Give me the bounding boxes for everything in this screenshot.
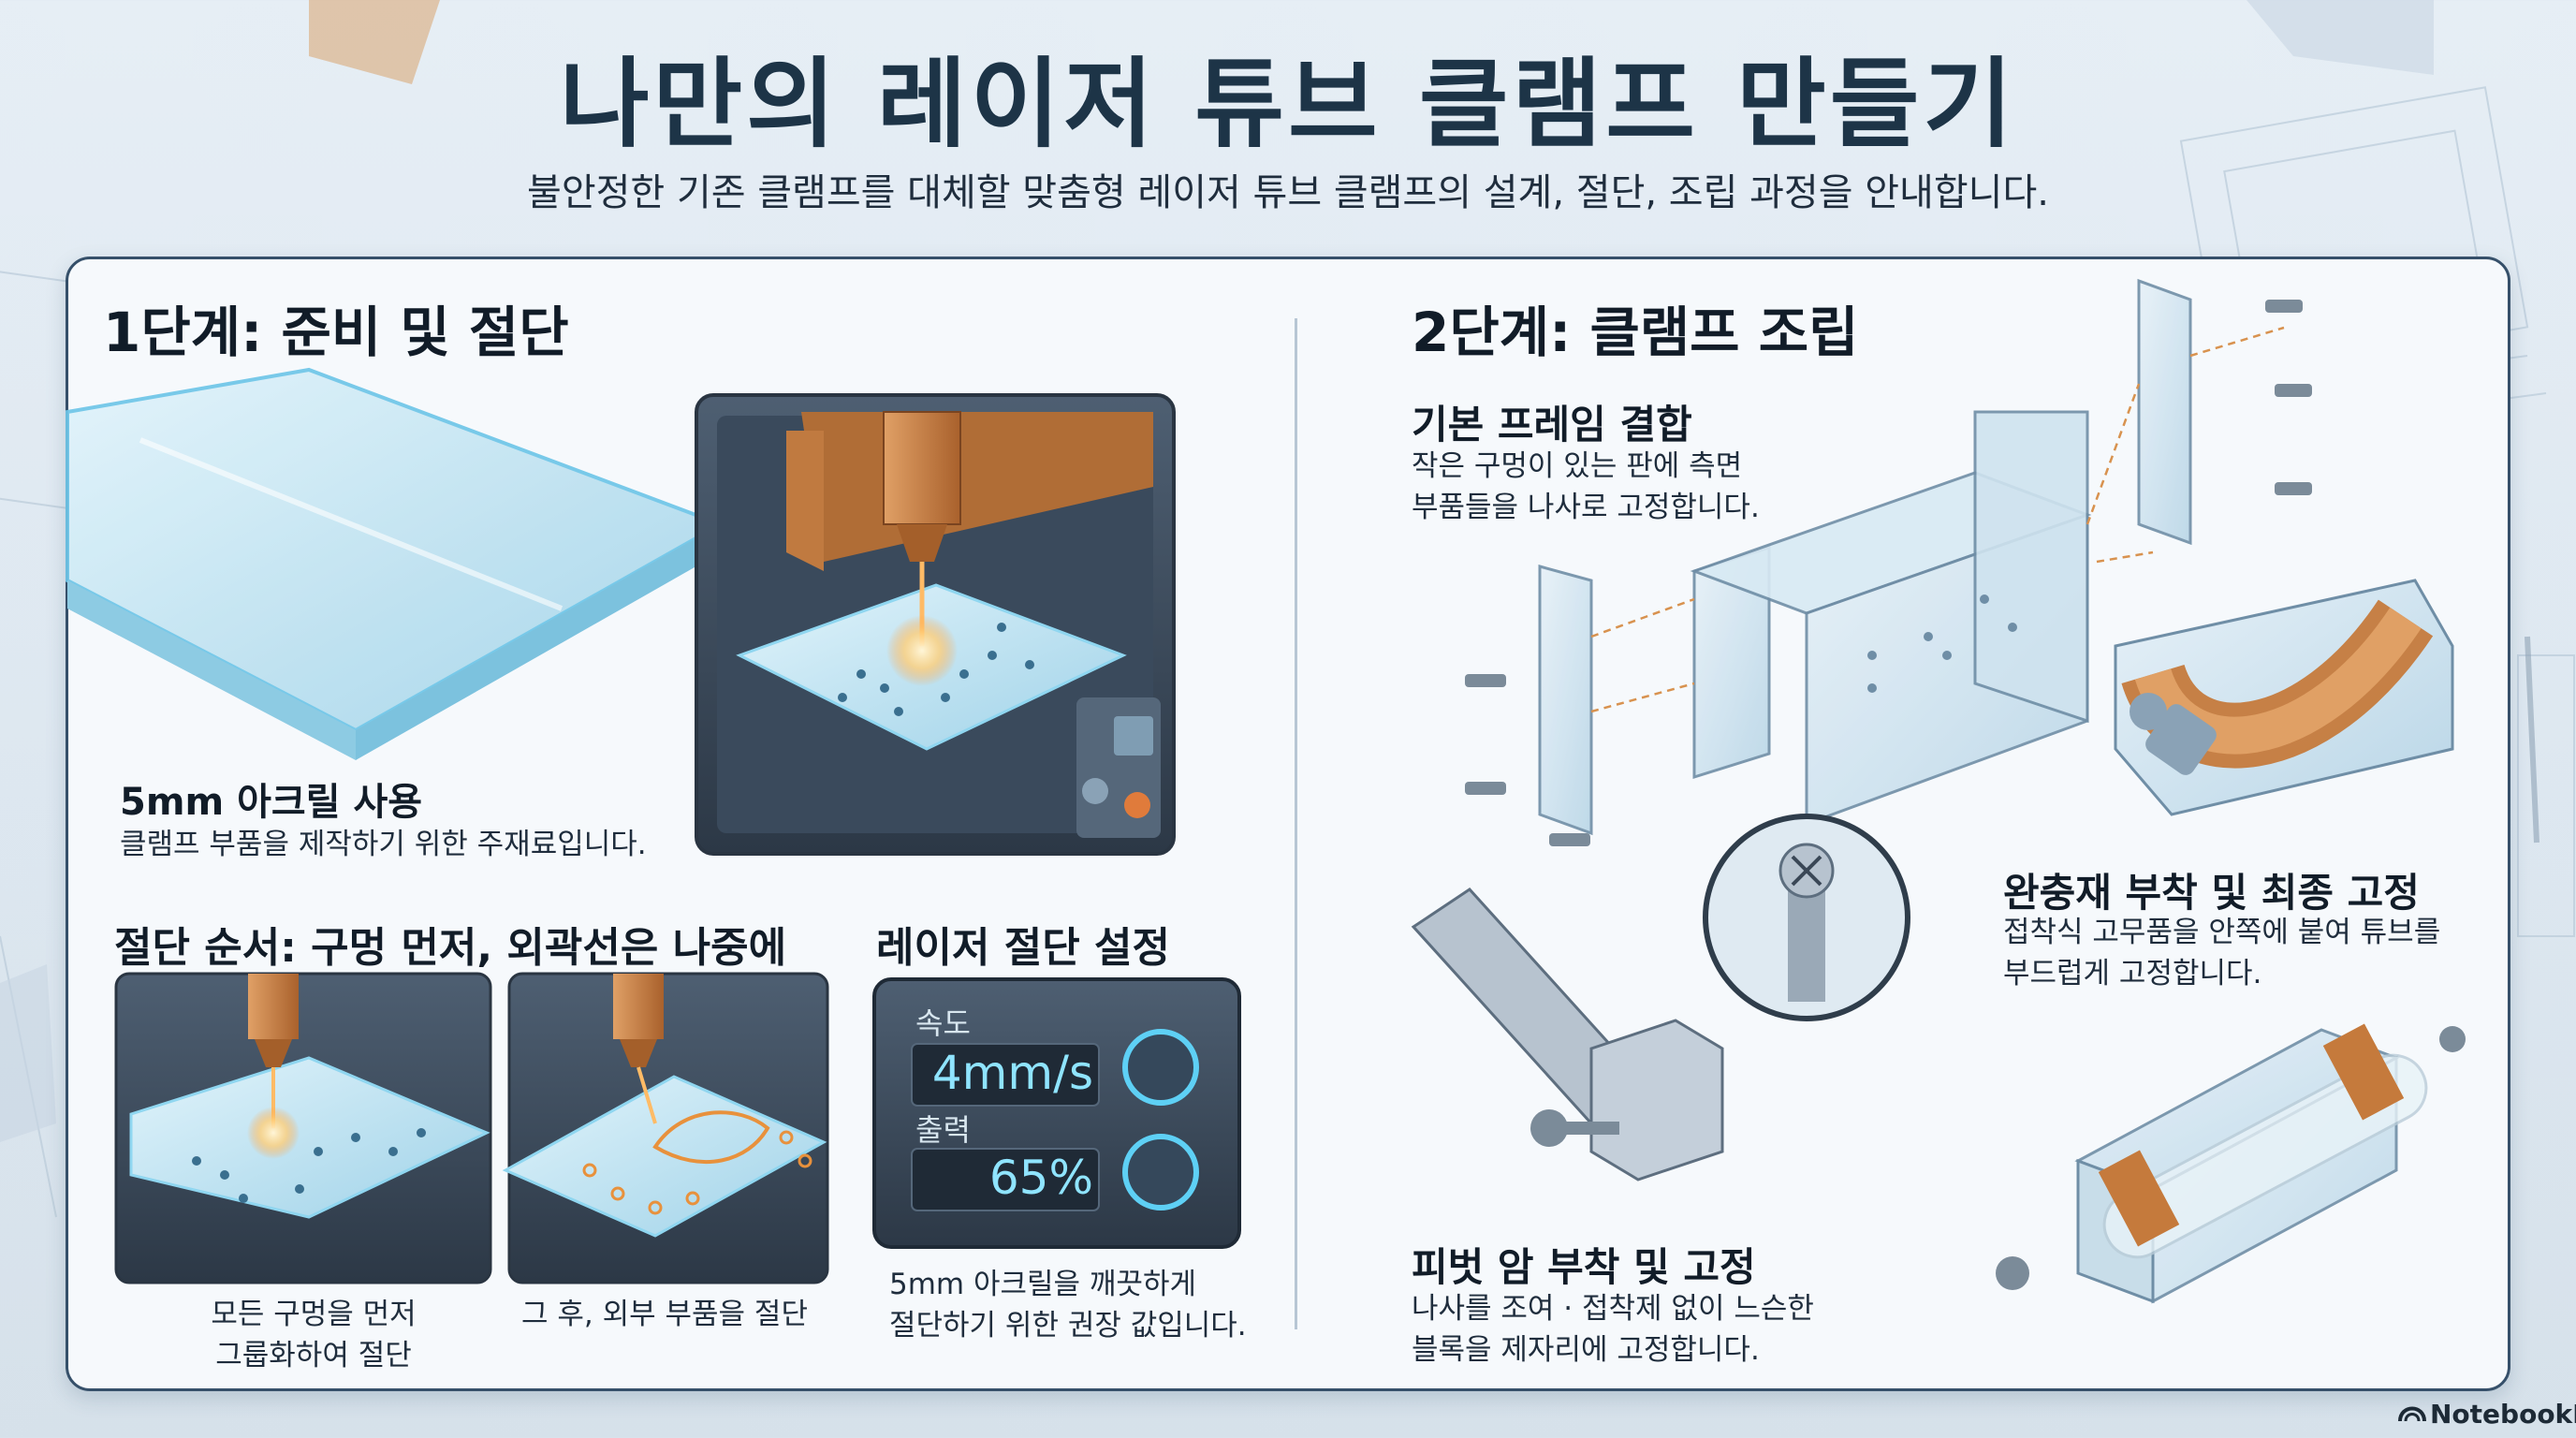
frame-assembly-illustration	[1465, 278, 2312, 846]
laser-settings-note-line1: 5mm 아크릴을 깨끗하게	[889, 1268, 1196, 1301]
frame-desc: 작은 구멍이 있는 판에 측면 부품들을 나사로 고정합니다.	[1412, 446, 1760, 528]
power-label: 출력	[915, 1112, 971, 1148]
page-title: 나만의 레이저 튜브 클램프 만들기	[559, 47, 2017, 161]
cushion-desc: 접착식 고무품을 안쪽에 붙여 튜브를 부드럽게 고정합니다.	[2003, 912, 2440, 994]
cut-order-caption-first-line1: 모든 구멍을 먼저	[211, 1298, 417, 1331]
laser-settings-title: 레이저 절단 설정	[876, 924, 1170, 972]
pivot-desc-line1: 나사를 조여 · 접착제 없이 느슨한	[1412, 1292, 1814, 1326]
material-desc: 클램프 부품을 제작하기 위한 주재료입니다.	[120, 828, 647, 861]
pivot-desc: 나사를 조여 · 접착제 없이 느슨한 블록을 제자리에 고정합니다.	[1412, 1288, 1814, 1371]
speed-label: 속도	[915, 1005, 971, 1041]
power-value: 65%	[988, 1151, 1093, 1205]
pencil-icon	[2525, 636, 2539, 844]
cushion-saddle-illustration	[2114, 579, 2454, 816]
acrylic-sheet-illustration	[66, 367, 725, 760]
pivot-desc-line2: 블록을 제자리에 고정합니다.	[1412, 1333, 1760, 1367]
screw-detail-magnifier	[1703, 814, 1910, 1021]
laser-settings-note-line2: 절단하기 위한 권장 값입니다.	[889, 1309, 1247, 1343]
cut-order-caption-first-line2: 그룹화하여 절단	[215, 1339, 412, 1372]
pivot-title: 피벗 암 부착 및 고정	[1412, 1244, 1756, 1290]
laser-settings-box	[872, 977, 1241, 1249]
cushion-desc-line1: 접착식 고무품을 안쪽에 붙여 튜브를	[2003, 916, 2441, 949]
cushion-title: 완충재 부착 및 최종 고정	[2003, 870, 2420, 916]
frame-desc-line1: 작은 구멍이 있는 판에 측면	[1412, 449, 1743, 483]
power-knob-icon	[1122, 1134, 1199, 1211]
pivot-arm-illustration	[1411, 888, 1724, 1181]
column-divider	[1295, 318, 1297, 1329]
page-subtitle: 불안정한 기존 클램프를 대체할 맞춤형 레이저 튜브 클램프의 설계, 절단,…	[527, 171, 2049, 214]
cut-order-holes-first	[114, 972, 492, 1284]
footer-brand: NotebookLM	[2430, 1399, 2576, 1430]
cushion-desc-line2: 부드럽게 고정합니다.	[2003, 957, 2262, 990]
laser-settings-note: 5mm 아크릴을 깨끗하게 절단하기 위한 권장 값입니다.	[889, 1264, 1247, 1346]
laser-cutter-illustration	[695, 393, 1176, 856]
speed-knob-icon	[1122, 1029, 1199, 1106]
cut-order-caption-first: 모든 구멍을 먼저 그룹화하여 절단	[178, 1294, 449, 1376]
corner-block-top-left	[309, 0, 440, 84]
material-title: 5mm 아크릴 사용	[120, 781, 423, 824]
cut-order-caption-second: 그 후, 외부 부품을 절단	[521, 1298, 808, 1331]
screw-icons	[1465, 300, 2312, 846]
speed-value: 4mm/s	[931, 1046, 1093, 1100]
cut-order-outline-second	[502, 972, 829, 1284]
cut-order-title: 절단 순서: 구멍 먼저, 외곽선은 나중에	[114, 924, 787, 972]
notebooklm-logo-icon	[2398, 1406, 2426, 1422]
frame-title: 기본 프레임 결합	[1412, 402, 1692, 448]
frame-desc-line2: 부품들을 나사로 고정합니다.	[1412, 491, 1760, 524]
step2-heading: 2단계: 클램프 조립	[1412, 301, 1859, 364]
tube-holder-illustration	[1996, 1023, 2466, 1304]
step1-heading: 1단계: 준비 및 절단	[103, 301, 569, 364]
